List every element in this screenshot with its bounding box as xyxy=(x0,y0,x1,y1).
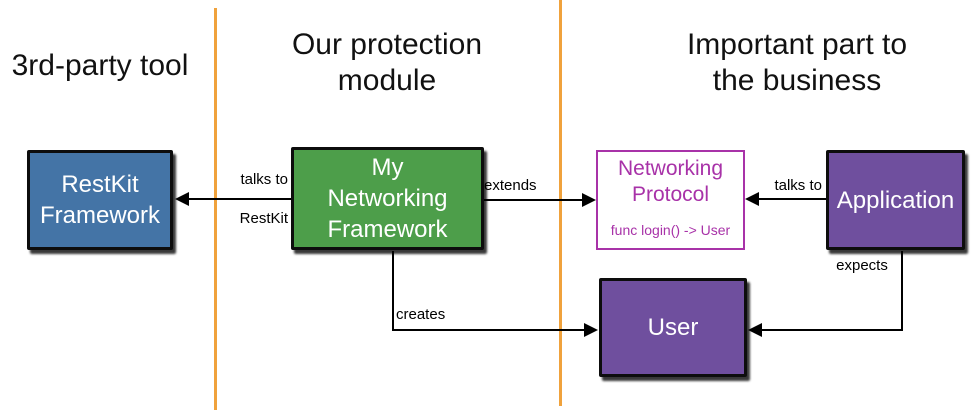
arrowhead-into-user-left xyxy=(584,323,598,337)
section-divider-right xyxy=(559,0,562,406)
edge-label-extends: extends xyxy=(484,177,537,194)
node-restkit-framework: RestKit Framework xyxy=(27,150,173,250)
node-networking-protocol: Networking Protocol func login() -> User xyxy=(596,150,745,250)
section-title-line: the business xyxy=(712,64,882,97)
section-divider-left xyxy=(214,8,217,410)
node-label-line: RestKit xyxy=(61,171,139,198)
section-title-line: Important part to xyxy=(686,28,908,61)
edge-label-talks-to: talks to xyxy=(774,177,822,194)
edge-label-talks-to-restkit-bottom: RestKit xyxy=(239,210,288,227)
section-title-line: 3rd-party tool xyxy=(11,49,189,82)
arrowhead-into-user-right xyxy=(748,323,762,337)
protocol-title: Networking Protocol xyxy=(618,156,723,208)
node-label-line: Networking xyxy=(327,185,448,212)
node-user: User xyxy=(599,278,747,377)
node-application: Application xyxy=(826,150,965,250)
node-label-line: User xyxy=(647,314,699,341)
edge-label-expects: expects xyxy=(836,257,888,274)
arrowhead-into-protocol-left xyxy=(582,193,596,207)
protocol-method-signature: func login() -> User xyxy=(610,222,731,238)
edge-label-creates: creates xyxy=(396,306,446,323)
section-title-line: Our protection xyxy=(291,28,483,61)
arrowhead-into-restkit xyxy=(175,192,189,206)
node-label-line: Networking xyxy=(617,157,724,180)
section-title-our-protection-module: Our protection module xyxy=(214,27,560,99)
section-title-line: module xyxy=(337,64,437,97)
node-label-line: Protocol xyxy=(631,183,710,206)
node-my-networking-framework: My Networking Framework xyxy=(291,147,484,250)
node-label-line: Framework xyxy=(327,216,448,243)
section-title-important-part: Important part to the business xyxy=(609,27,976,99)
section-title-3rd-party-tool: 3rd-party tool xyxy=(0,48,200,84)
node-label-line: Application xyxy=(836,186,955,214)
node-label-line: My xyxy=(371,154,404,181)
arrowhead-into-protocol-right xyxy=(745,192,759,206)
edge-label-talks-to-restkit-top: talks to xyxy=(240,171,288,188)
node-label-line: Framework xyxy=(39,202,160,229)
